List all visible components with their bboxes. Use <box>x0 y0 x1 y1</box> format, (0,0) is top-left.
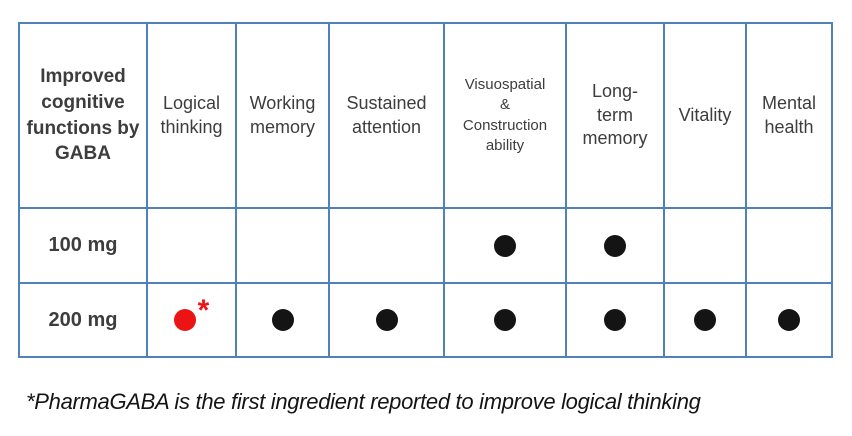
black-dot-marker <box>778 309 800 331</box>
black-dot-marker <box>494 234 516 257</box>
gaba-benefits-table: Improved cognitive functions by GABA Log… <box>18 22 833 358</box>
cell-200mg-mental-health <box>745 282 833 358</box>
cell-100mg-working-memory <box>235 207 330 284</box>
row-label-200mg: 200 mg <box>18 282 148 358</box>
black-dot-marker <box>494 309 516 331</box>
row-label-100mg: 100 mg <box>18 207 148 284</box>
header-working-memory: Working memory <box>235 22 330 209</box>
row-100mg: 100 mg <box>18 207 833 284</box>
cell-100mg-logical-thinking <box>146 207 237 284</box>
black-dot-marker <box>604 309 626 331</box>
black-dot-marker <box>604 234 626 257</box>
header-vitality: Vitality <box>663 22 747 209</box>
black-dot-marker <box>271 309 294 331</box>
header-row: Improved cognitive functions by GABA Log… <box>18 22 833 209</box>
footnote-text: *PharmaGABA is the first ingredient repo… <box>26 389 701 414</box>
header-long-term-memory: Long-term memory <box>565 22 665 209</box>
header-logical-thinking: Logical thinking <box>146 22 237 209</box>
black-dot-marker <box>694 309 716 331</box>
cell-200mg-vitality <box>663 282 747 358</box>
cell-200mg-long-term-memory <box>565 282 665 358</box>
cell-200mg-visuospatial <box>443 282 567 358</box>
cell-100mg-visuospatial <box>443 207 567 284</box>
table-corner-header: Improved cognitive functions by GABA <box>18 22 148 209</box>
cell-200mg-logical-thinking: * <box>146 282 237 358</box>
cell-100mg-sustained-attention <box>328 207 445 284</box>
cell-100mg-vitality <box>663 207 747 284</box>
header-visuospatial-construction-ability: Visuospatial & Construction ability <box>443 22 567 209</box>
cell-100mg-mental-health <box>745 207 833 284</box>
red-dot-marker <box>173 309 196 331</box>
row-200mg: 200 mg * <box>18 282 833 358</box>
cell-100mg-long-term-memory <box>565 207 665 284</box>
cell-200mg-working-memory <box>235 282 330 358</box>
header-sustained-attention: Sustained attention <box>328 22 445 209</box>
header-mental-health: Mental health <box>745 22 833 209</box>
cell-200mg-sustained-attention <box>328 282 445 358</box>
black-dot-marker <box>375 309 398 331</box>
red-asterisk-marker: * <box>197 294 210 327</box>
